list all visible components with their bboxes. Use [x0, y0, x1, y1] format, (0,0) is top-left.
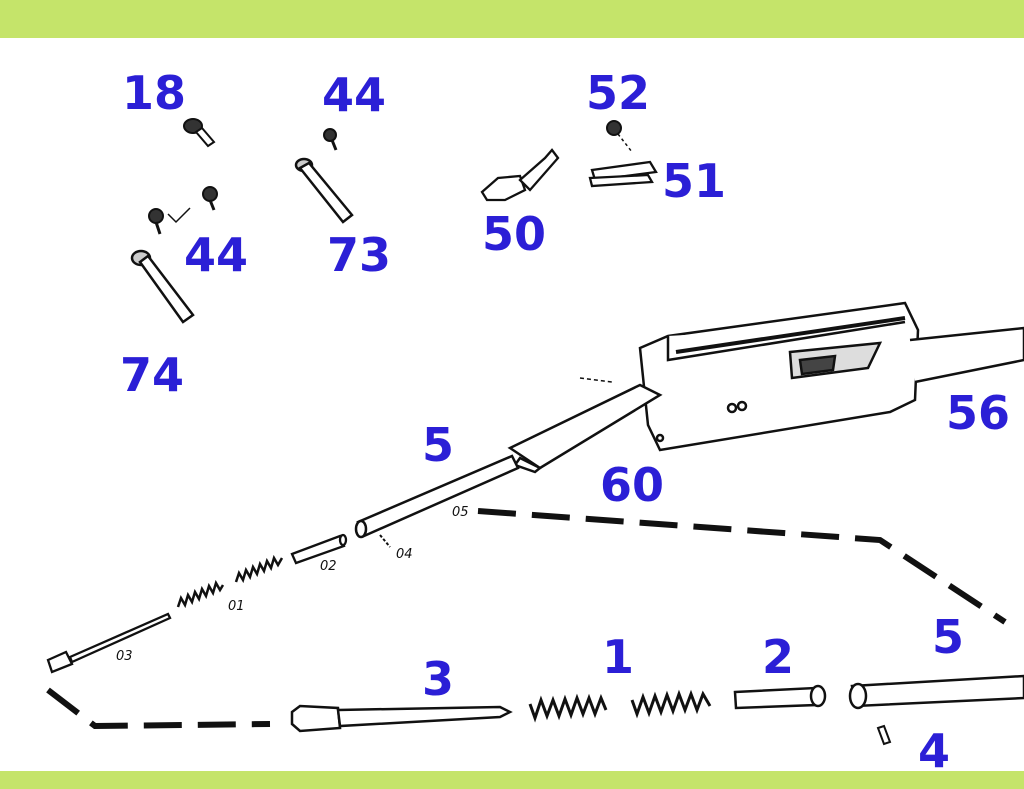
part-51	[588, 160, 658, 188]
callout-74: 74	[120, 348, 185, 402]
callout-2: 2	[762, 630, 795, 684]
top-green-band	[0, 0, 1024, 38]
label-05: 05	[452, 505, 469, 520]
magazine-tube-upper	[354, 454, 520, 539]
follower-02	[290, 533, 348, 565]
spring-1b	[630, 689, 712, 719]
spring-01a	[234, 554, 284, 584]
callout-18: 18	[122, 66, 187, 120]
screw-52	[606, 120, 633, 153]
dashed-guide-line	[46, 508, 1007, 730]
screws-44-pair	[148, 186, 218, 235]
label-02: 02	[320, 559, 337, 574]
spring-1a	[528, 693, 608, 723]
callout-52: 52	[586, 66, 651, 120]
callout-1: 1	[602, 630, 635, 684]
magazine-tube-lower	[848, 674, 1024, 710]
callout-56: 56	[946, 386, 1011, 440]
screw-44-top	[323, 128, 338, 151]
rod-03	[46, 612, 172, 674]
callout-51: 51	[662, 154, 727, 208]
dashed-stub	[579, 377, 613, 383]
pin-73	[294, 157, 354, 224]
barrel-56	[909, 326, 1024, 384]
label-04: 04	[396, 547, 413, 562]
callout-5-upper: 5	[422, 418, 455, 472]
callout-44-left: 44	[184, 228, 249, 282]
receiver-60	[638, 301, 920, 452]
callout-50: 50	[482, 207, 547, 261]
callout-5-lower: 5	[932, 610, 965, 664]
callout-3: 3	[422, 652, 455, 706]
rod-3	[290, 704, 513, 733]
callout-73: 73	[327, 228, 392, 282]
pin-4	[876, 724, 892, 746]
label-01: 01	[228, 599, 245, 614]
callout-44-top: 44	[322, 68, 387, 122]
follower-2	[733, 684, 827, 710]
callout-60: 60	[600, 458, 665, 512]
pin-04	[379, 534, 391, 548]
label-03: 03	[116, 649, 133, 664]
pin-74	[130, 249, 195, 324]
bottom-green-band	[0, 771, 1024, 789]
callout-4: 4	[918, 724, 951, 778]
screw-18	[183, 118, 216, 148]
spring-01b	[176, 579, 225, 609]
part-50	[480, 148, 560, 202]
